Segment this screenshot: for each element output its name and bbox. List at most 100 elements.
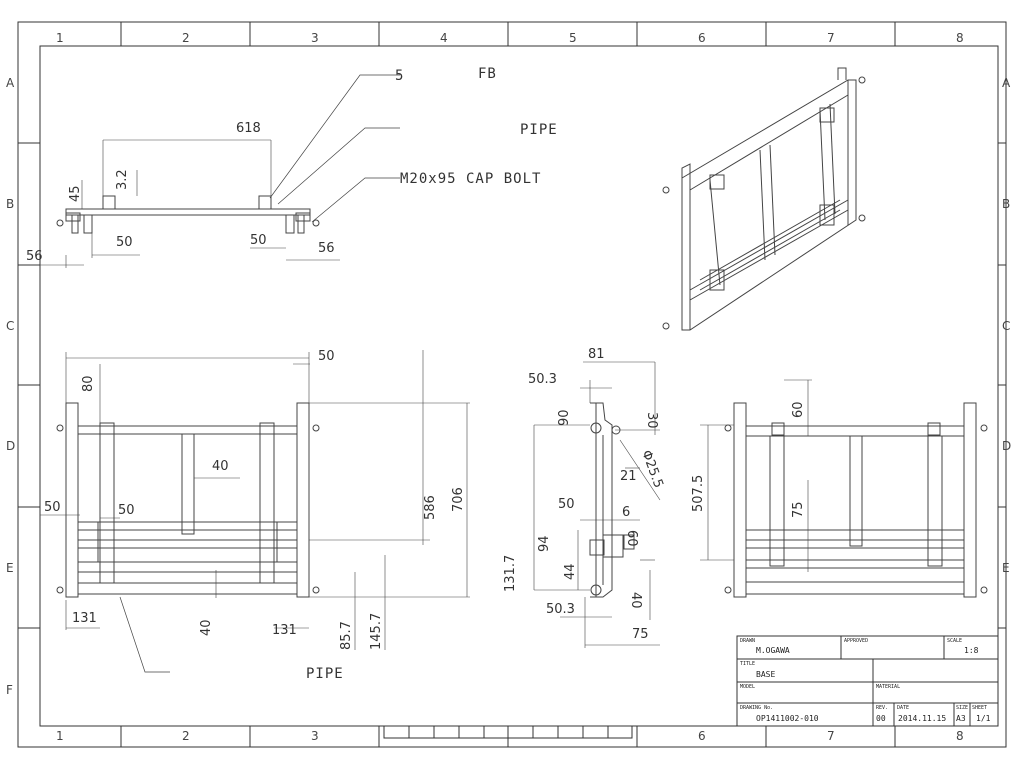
scale-label: SCALE bbox=[947, 638, 962, 644]
col-label-bottom: 2 bbox=[182, 729, 190, 743]
dim-50-inner: 50 bbox=[118, 503, 135, 518]
dim-75: 75 bbox=[632, 627, 649, 642]
title-value: BASE bbox=[756, 670, 775, 679]
col-label-top: 2 bbox=[182, 31, 190, 45]
dim-90: 90 bbox=[557, 409, 572, 426]
side-view-labels: 81 50.3 90 30 Φ25.5 21 50 6 60 94 44 131… bbox=[503, 347, 666, 642]
grid-ticks bbox=[18, 22, 1006, 747]
size-label: SIZE bbox=[956, 705, 968, 711]
rev-label: REV. bbox=[876, 705, 888, 711]
sheet-label: SHEET bbox=[972, 705, 987, 711]
dim-50: 50 bbox=[558, 497, 575, 512]
row-label-right: E bbox=[1002, 561, 1010, 575]
col-label-top: 4 bbox=[440, 31, 448, 45]
col-label-bottom: 6 bbox=[698, 729, 706, 743]
dim-131-right: 131 bbox=[272, 623, 297, 638]
dim-586: 586 bbox=[423, 495, 438, 520]
size-value: A3 bbox=[956, 714, 966, 723]
top-view bbox=[30, 74, 400, 268]
row-label-left: C bbox=[6, 319, 14, 333]
dim-40-low: 40 bbox=[199, 619, 214, 636]
top-view-labels: 5 FB PIPE M20x95 CAP BOLT 618 3.2 45 50 … bbox=[26, 66, 558, 264]
dim-81: 81 bbox=[588, 347, 605, 362]
date-value: 2014.11.15 bbox=[898, 714, 946, 723]
drawing-no-value: OP1411002-010 bbox=[756, 714, 819, 723]
col-label-top: 1 bbox=[56, 31, 64, 45]
pipe-note-top: PIPE bbox=[520, 122, 558, 138]
dim-50-left: 50 bbox=[116, 235, 133, 250]
col-label-top: 6 bbox=[698, 31, 706, 45]
dim-50-3-top: 50.3 bbox=[528, 372, 557, 387]
scale-value: 1:8 bbox=[964, 646, 979, 655]
title-label: TITLE bbox=[740, 661, 755, 667]
dim-50-top: 50 bbox=[318, 349, 335, 364]
isometric-view bbox=[662, 67, 866, 331]
dim-75: 75 bbox=[791, 501, 806, 518]
fb-prefix-note: 5 bbox=[395, 68, 404, 84]
approved-label: APPROVED bbox=[844, 638, 868, 644]
dim-40: 40 bbox=[628, 592, 643, 609]
dim-60: 60 bbox=[624, 530, 639, 547]
col-label-bottom: 1 bbox=[56, 729, 64, 743]
pipe-note-bottom: PIPE bbox=[306, 666, 344, 682]
dim-94: 94 bbox=[537, 535, 552, 552]
col-label-top: 5 bbox=[569, 31, 577, 45]
dim-145-7: 145.7 bbox=[369, 613, 384, 650]
drawn-label: DRAWN bbox=[740, 638, 755, 644]
grid-row-labels: A B C D E F A B C D E bbox=[6, 76, 1011, 697]
row-label-left: D bbox=[6, 439, 15, 453]
inner-border bbox=[39, 45, 999, 727]
dim-706: 706 bbox=[451, 487, 466, 512]
right-view bbox=[700, 379, 988, 598]
drawn-value: M.OGAWA bbox=[756, 646, 790, 655]
row-label-right: C bbox=[1002, 319, 1010, 333]
row-label-left: A bbox=[6, 76, 15, 90]
dim-30: 30 bbox=[644, 412, 659, 429]
col-label-bottom: 8 bbox=[956, 729, 964, 743]
row-label-left: B bbox=[6, 197, 14, 211]
title-block-text: DRAWN M.OGAWA APPROVED SCALE 1:8 TITLE B… bbox=[740, 638, 991, 723]
dim-44: 44 bbox=[563, 563, 578, 580]
col-label-top: 8 bbox=[956, 31, 964, 45]
rev-value: 00 bbox=[876, 714, 886, 723]
dim-50-right: 50 bbox=[250, 233, 267, 248]
cap-bolt-note: M20x95 CAP BOLT bbox=[400, 171, 541, 187]
grid-column-labels: 1 2 3 4 5 6 7 8 1 2 3 6 7 8 bbox=[56, 31, 964, 743]
dim-56-right: 56 bbox=[318, 241, 335, 256]
row-label-right: D bbox=[1002, 439, 1011, 453]
date-label: DATE bbox=[897, 705, 909, 711]
fb-note: FB bbox=[478, 66, 497, 82]
dim-131-left: 131 bbox=[72, 611, 97, 626]
row-label-right: A bbox=[1002, 76, 1011, 90]
row-label-right: B bbox=[1002, 197, 1010, 211]
model-label: MODEL bbox=[740, 684, 755, 690]
col-label-top: 7 bbox=[827, 31, 835, 45]
dim-618: 618 bbox=[236, 121, 261, 136]
dim-60: 60 bbox=[791, 401, 806, 418]
dim-80: 80 bbox=[81, 375, 96, 392]
drawing-no-label: DRAWING No. bbox=[740, 705, 773, 711]
title-block bbox=[736, 635, 999, 727]
dim-85-7: 85.7 bbox=[339, 621, 354, 650]
dim-3-2: 3.2 bbox=[115, 169, 130, 190]
col-label-bottom: 7 bbox=[827, 729, 835, 743]
dim-50-left: 50 bbox=[44, 500, 61, 515]
dim-6: 6 bbox=[622, 505, 630, 520]
dim-phi-25-5: Φ25.5 bbox=[638, 448, 665, 490]
sheet-value: 1/1 bbox=[976, 714, 991, 723]
dim-56-left: 56 bbox=[26, 249, 43, 264]
dim-131-7: 131.7 bbox=[503, 555, 518, 592]
dim-50-3-bottom: 50.3 bbox=[546, 602, 575, 617]
right-view-labels: 60 507.5 75 bbox=[691, 401, 806, 518]
material-label: MATERIAL bbox=[876, 684, 900, 690]
col-label-bottom: 3 bbox=[311, 729, 319, 743]
front-view-labels: 50 80 40 50 50 586 706 131 40 131 85.7 1… bbox=[44, 349, 466, 682]
side-view bbox=[533, 361, 661, 648]
dim-40-mid: 40 bbox=[212, 459, 229, 474]
col-label-top: 3 bbox=[311, 31, 319, 45]
row-label-left: E bbox=[6, 561, 14, 575]
dim-507-5: 507.5 bbox=[691, 475, 706, 512]
front-view bbox=[40, 350, 470, 673]
dim-21: 21 bbox=[620, 469, 637, 484]
